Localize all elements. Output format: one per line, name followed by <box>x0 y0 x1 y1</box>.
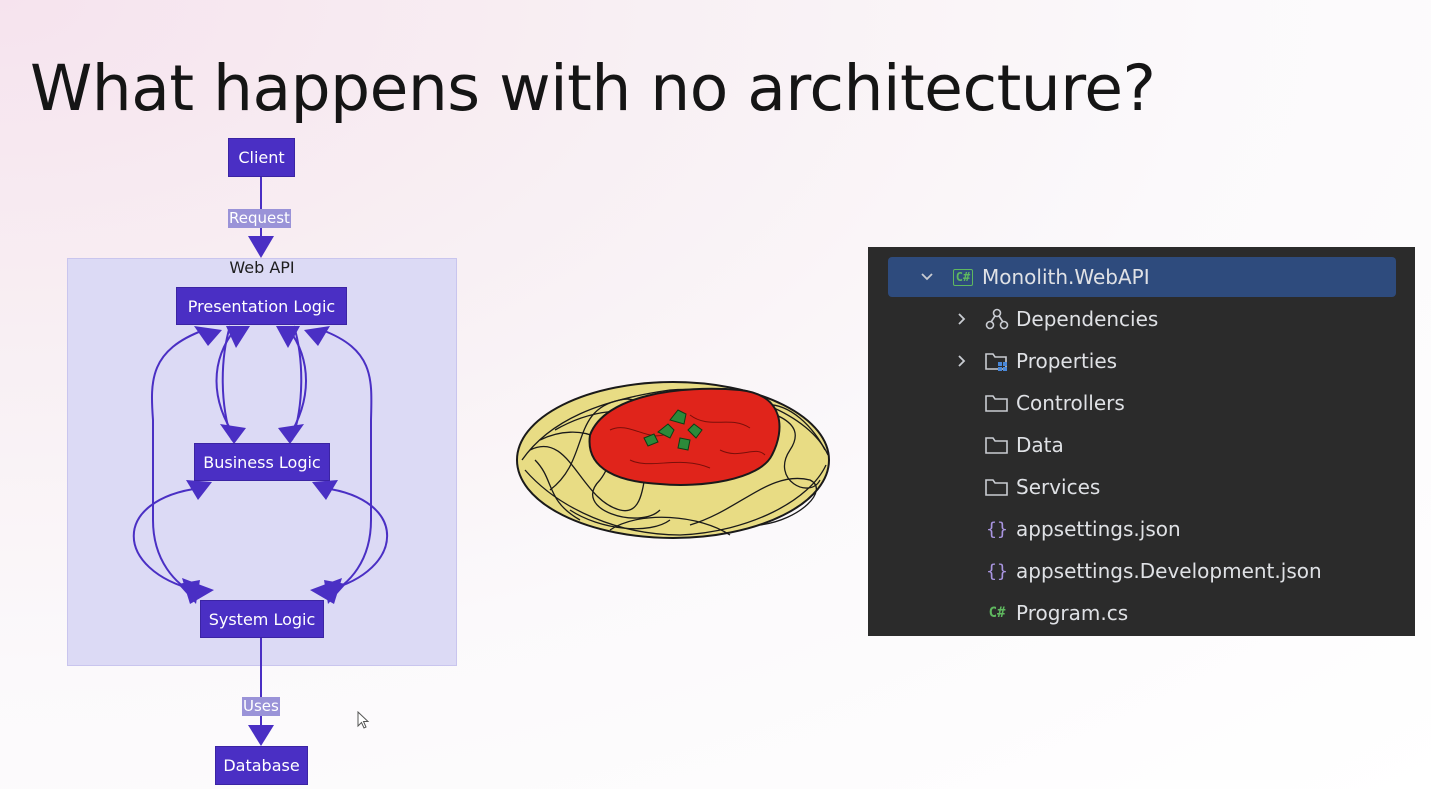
tree-item-data[interactable]: Data <box>868 425 1415 465</box>
arrowhead-request <box>248 236 274 258</box>
uses-edge-label: Uses <box>242 697 280 716</box>
edge-presentation-business-left <box>221 325 233 441</box>
tree-item-label: Properties <box>1016 349 1118 373</box>
chevron-down-icon[interactable] <box>920 272 934 282</box>
project-name-label: Monolith.WebAPI <box>982 265 1150 289</box>
edge-business-system-left <box>132 487 201 591</box>
edge-business-system-right <box>323 487 389 591</box>
diagram-arrowheads <box>178 326 346 604</box>
tree-item-appsettings-development-json[interactable]: {} appsettings.Development.json <box>868 551 1415 591</box>
folder-icon <box>984 391 1010 415</box>
arrowhead-uses <box>248 725 274 746</box>
tree-item-label: Dependencies <box>1016 307 1159 331</box>
tree-item-label: Data <box>1016 433 1064 457</box>
spaghetti-plate-icon <box>516 381 830 539</box>
edge-business-presentation-right <box>287 327 307 439</box>
business-logic-node: Business Logic <box>194 443 330 481</box>
tree-item-label: Controllers <box>1016 391 1125 415</box>
tree-item-properties[interactable]: Properties <box>868 341 1415 381</box>
tree-item-appsettings-json[interactable]: {} appsettings.json <box>868 509 1415 549</box>
tree-item-program-cs[interactable]: C# Program.cs <box>868 593 1415 633</box>
csharp-file-icon: C# <box>988 605 1006 621</box>
tree-item-label: Program.cs <box>1016 601 1129 625</box>
dependencies-icon <box>984 307 1010 331</box>
json-file-icon: {} <box>986 560 1008 582</box>
tree-item-label: Services <box>1016 475 1101 499</box>
system-logic-node: System Logic <box>200 600 324 638</box>
folder-properties-icon <box>984 349 1010 373</box>
mouse-cursor-icon <box>357 711 370 729</box>
edge-presentation-system-right <box>321 329 373 596</box>
tree-item-services[interactable]: Services <box>868 467 1415 507</box>
presentation-logic-node: Presentation Logic <box>176 287 347 325</box>
project-row-monolith-webapi[interactable]: C# Monolith.WebAPI <box>868 257 1415 297</box>
client-node: Client <box>228 138 295 177</box>
tree-item-label: appsettings.Development.json <box>1016 559 1322 583</box>
solution-explorer: C# Monolith.WebAPI Dependencies Properti… <box>868 247 1415 636</box>
slide-title: What happens with no architecture? <box>30 52 1156 125</box>
tree-item-controllers[interactable]: Controllers <box>868 383 1415 423</box>
chevron-right-icon[interactable] <box>955 354 969 368</box>
json-file-icon: {} <box>986 518 1008 540</box>
tree-item-label: appsettings.json <box>1016 517 1181 541</box>
folder-icon <box>984 475 1010 499</box>
chevron-right-icon[interactable] <box>955 312 969 326</box>
csharp-project-icon: C# <box>950 265 976 289</box>
tree-item-dependencies[interactable]: Dependencies <box>868 299 1415 339</box>
folder-icon <box>984 433 1010 457</box>
database-node: Database <box>215 746 308 785</box>
request-edge-label: Request <box>228 209 291 228</box>
edge-presentation-system-left <box>150 329 205 596</box>
web-api-label: Web API <box>229 258 295 277</box>
